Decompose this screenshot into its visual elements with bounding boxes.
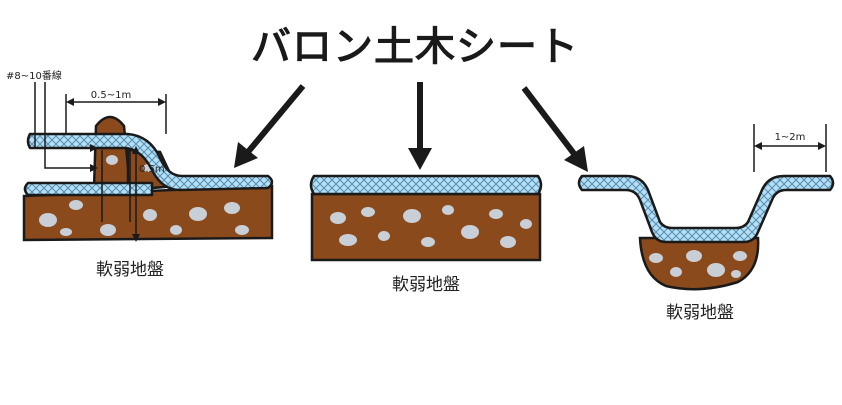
right-sheet: [577, 174, 835, 244]
right-section: 1~2m 軟弱地盤: [577, 124, 835, 323]
right-ground-label: 軟弱地盤: [666, 303, 734, 323]
center-sheet: [309, 174, 543, 196]
left-height-label: 0.5m: [139, 164, 165, 175]
left-lower-sheet: [23, 181, 154, 197]
right-width-label: 1~2m: [775, 132, 806, 143]
arrow-left: [234, 84, 306, 168]
left-section: #8~10番線 0.5~1m 0.5m 軟弱地盤: [6, 69, 274, 280]
left-ground-label: 軟弱地盤: [96, 260, 164, 280]
center-ground-label: 軟弱地盤: [392, 275, 460, 295]
left-width-label: 0.5~1m: [91, 90, 131, 101]
arrow-center: [408, 82, 432, 170]
center-section: 軟弱地盤: [309, 174, 543, 295]
arrow-right: [521, 86, 588, 172]
left-embankment: [92, 115, 132, 190]
right-soil: [638, 236, 760, 291]
center-soil: [310, 192, 542, 262]
wire-label: #8~10番線: [6, 69, 62, 82]
title: バロン土木シート: [251, 24, 579, 70]
